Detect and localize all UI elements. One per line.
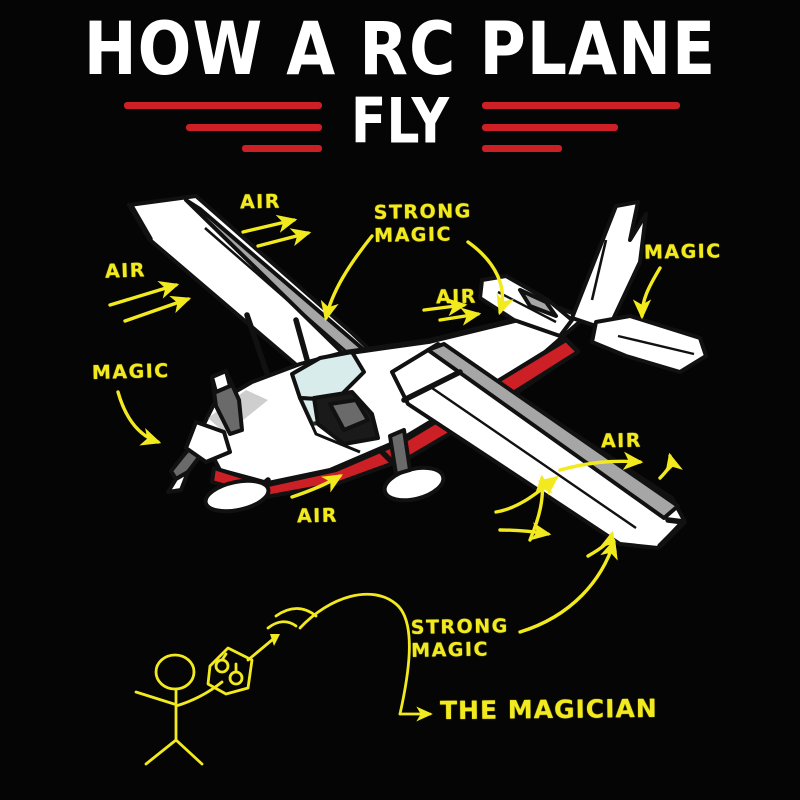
label-the-magician: THE MAGICIAN bbox=[439, 693, 658, 726]
left-wing bbox=[127, 194, 395, 394]
magic-arrow-left bbox=[116, 390, 162, 446]
rc-transmitter bbox=[206, 607, 318, 696]
label-magic-left: MAGIC bbox=[91, 359, 170, 385]
label-magic-right: MAGIC bbox=[643, 240, 722, 264]
page-subtitle: FLY bbox=[350, 86, 450, 159]
annotation-arrows bbox=[108, 214, 683, 634]
label-air-mid: AIR bbox=[435, 285, 478, 309]
air-arrow-topleft-2 bbox=[123, 295, 192, 323]
title-block: HOW A RC PLANE FLY bbox=[0, 12, 800, 162]
subtitle-row: FLY bbox=[0, 86, 800, 162]
air-arrow-bottom bbox=[290, 474, 343, 499]
right-wing bbox=[390, 342, 687, 550]
air-arrow-top-1 bbox=[241, 214, 298, 234]
label-strong-magic-bottom: STRONG MAGIC bbox=[410, 615, 509, 662]
magic-arrow-right bbox=[632, 266, 662, 320]
strong-magic-arrow-top-hook bbox=[320, 234, 374, 322]
air-arrow-top-2 bbox=[256, 228, 312, 248]
air-arrow-mid-1 bbox=[422, 297, 468, 317]
air-arrow-right-flow bbox=[558, 451, 644, 472]
label-air-right: AIR bbox=[600, 429, 643, 453]
title-rule-left-1 bbox=[124, 102, 322, 109]
title-rule-right-2 bbox=[482, 124, 618, 131]
title-rule-right-3 bbox=[482, 145, 562, 152]
right-wing-strut bbox=[401, 369, 463, 403]
magician-figure bbox=[134, 653, 224, 766]
control-link-curve bbox=[298, 592, 411, 716]
aircraft-illustration bbox=[127, 194, 708, 550]
label-air-bottom: AIR bbox=[296, 504, 339, 528]
title-rule-right-1 bbox=[482, 102, 680, 109]
label-air-top: AIR bbox=[239, 190, 282, 214]
air-arrow-right-tip bbox=[658, 452, 683, 480]
title-rule-left-2 bbox=[186, 124, 322, 131]
title-rule-left-3 bbox=[242, 145, 322, 152]
label-strong-magic-top: STRONG MAGIC bbox=[373, 200, 472, 247]
air-arrow-topleft-1 bbox=[108, 281, 180, 307]
page-title: HOW A RC PLANE bbox=[83, 5, 717, 92]
landing-gear bbox=[203, 428, 446, 514]
air-arrow-mid-2 bbox=[438, 307, 482, 326]
propeller bbox=[166, 369, 244, 494]
label-air-top-left: AIR bbox=[104, 259, 147, 283]
strong-magic-arrow-top bbox=[466, 240, 514, 316]
air-arrow-right-under bbox=[498, 522, 552, 541]
strong-magic-arrow-bottom bbox=[518, 538, 618, 634]
